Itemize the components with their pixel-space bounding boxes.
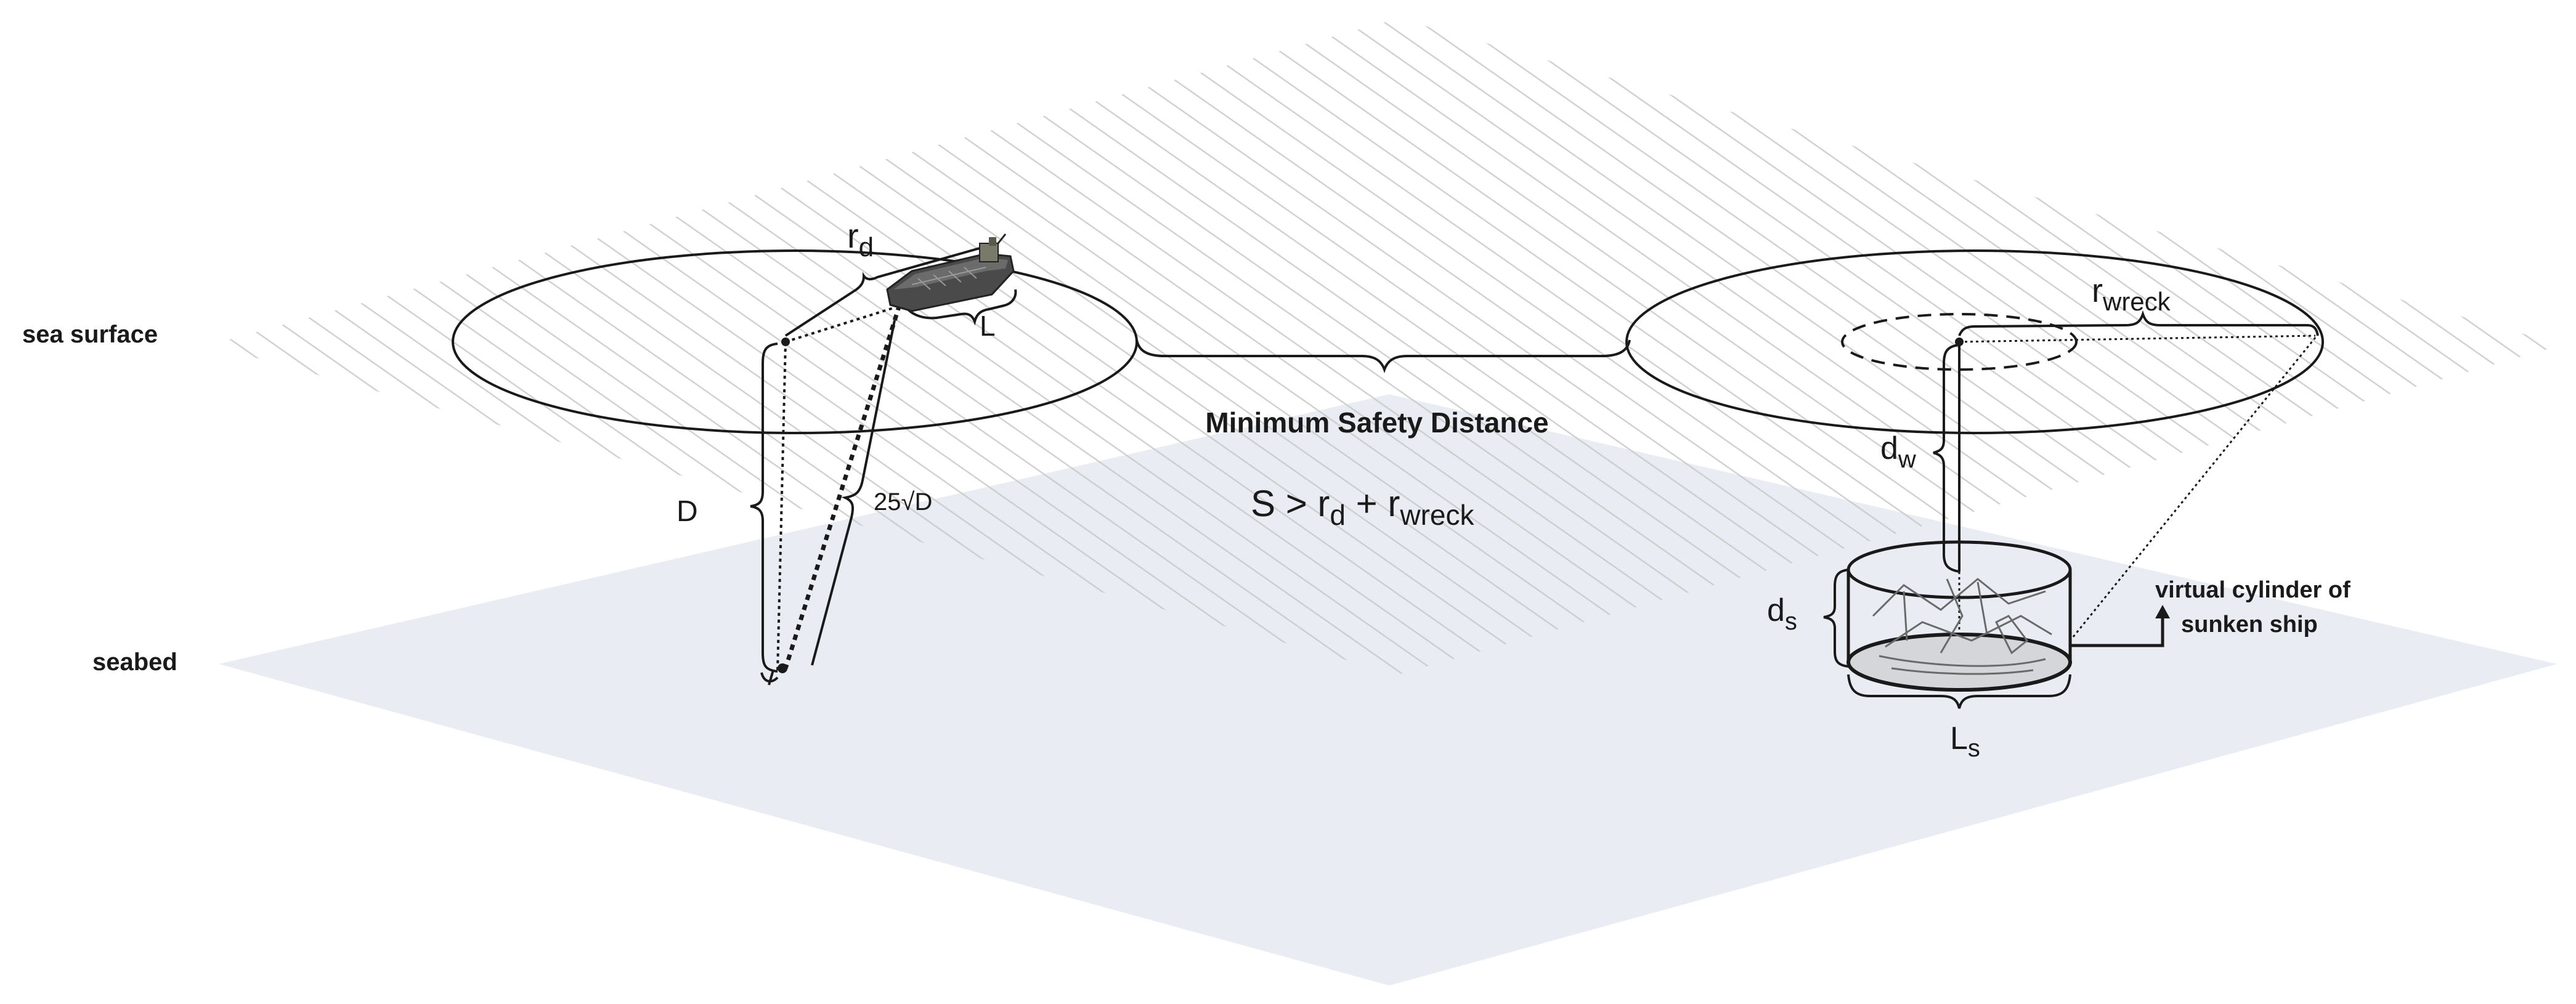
virtual-cylinder-label-line2: sunken ship: [2181, 612, 2318, 638]
formula-r1: r: [1317, 483, 1330, 524]
wreck-safety-ellipse: [1625, 249, 2324, 434]
sea-surface-label: sea surface: [22, 321, 158, 348]
chain-length-brace: [811, 320, 896, 666]
ship-point-dot: [781, 338, 790, 346]
wreck-radius-line: [1959, 334, 2316, 343]
ls-brace: [1847, 674, 2071, 709]
dw-label: dw: [1880, 431, 1916, 473]
ship-to-point-line: [785, 307, 894, 343]
rwreck-brace: [1958, 310, 2319, 336]
anchor-chain-line: [783, 304, 902, 670]
seabed-label: seabed: [92, 649, 177, 676]
chain-length-label: 25√D: [874, 488, 932, 516]
rwreck-label: rwreck: [2092, 272, 2171, 316]
ls-sub: s: [1968, 735, 1980, 762]
formula-lhs: S >: [1251, 483, 1317, 524]
rwreck-sub: wreck: [2102, 287, 2171, 316]
virtual-cylinder: [1847, 540, 2072, 692]
formula-r2: r: [1388, 483, 1400, 524]
ship-icon: [886, 233, 1015, 312]
rd-sub: d: [859, 232, 874, 262]
ds-label: ds: [1767, 593, 1797, 635]
minimum-safety-distance-label: Minimum Safety Distance: [1205, 407, 1548, 439]
anchor-vertical-line: [776, 341, 787, 672]
formula-wreck-sub: wreck: [1399, 499, 1474, 531]
rd-label: rd: [847, 216, 874, 262]
ls-l: L: [1950, 721, 1968, 756]
dw-brace: [1933, 344, 1960, 573]
rd-r: r: [847, 216, 859, 255]
rwreck-r: r: [2092, 272, 2103, 309]
arrow-up-icon: [2070, 605, 2170, 647]
rd-brace: [784, 242, 997, 337]
sea-surface-plane: [209, 18, 2563, 674]
wreck-cone-line: [2069, 337, 2317, 641]
ls-label: Ls: [1950, 721, 1980, 762]
ds-brace: [1823, 569, 1849, 668]
virtual-cylinder-label-line1: virtual cylinder of: [2155, 577, 2350, 603]
ds-sub: s: [1785, 608, 1797, 635]
anchor-icon: [760, 663, 787, 686]
dw-d: d: [1880, 431, 1898, 466]
ship-length-brace: [904, 289, 1017, 326]
d-brace: [750, 342, 778, 673]
safety-formula: S > rd + rwreck: [1251, 483, 1474, 531]
sunken-ship-icon: [1872, 578, 2052, 675]
dw-sub: w: [1898, 446, 1916, 473]
ship-length-label: L: [980, 310, 996, 342]
ds-d: d: [1767, 593, 1785, 628]
depth-label: D: [677, 495, 698, 528]
wreck-projection-ellipse: [1841, 313, 2078, 371]
minimum-safety-distance-brace: [1136, 339, 1631, 373]
formula-d-sub: d: [1330, 499, 1346, 531]
formula-plus: +: [1346, 483, 1388, 524]
